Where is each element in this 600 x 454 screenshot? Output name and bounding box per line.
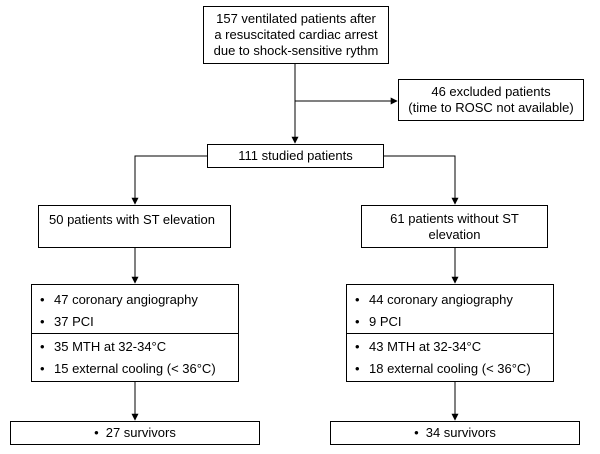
st-elevation-group-label: 50 patients with ST elevation [49, 211, 215, 227]
connector-studied-right [384, 155, 459, 205]
treatment-label: 9 PCI [369, 313, 402, 329]
bullet: • [355, 291, 360, 307]
st-elevation-group-box: 50 patients with ST elevation [38, 205, 231, 248]
st-elevation-outcome-box: • 27 survivors [10, 421, 260, 445]
treatment-label: 44 coronary angiography [369, 291, 513, 307]
treatment-label: 18 external cooling (< 36°C) [369, 360, 531, 376]
studied-box: 111 studied patients [207, 144, 384, 168]
outcome-label: 34 survivors [425, 425, 496, 440]
enrolled-line: due to shock-sensitive rythm [213, 43, 379, 58]
no-st-elevation-group-box: 61 patients without ST elevation [361, 205, 548, 248]
treatment-row: • 15 external cooling (< 36°C) [32, 357, 238, 379]
treatment-row: • 37 PCI [32, 310, 238, 332]
no-st-elevation-outcome-box: • 34 survivors [330, 421, 580, 445]
bullet: • [40, 338, 45, 354]
bullet: • [94, 425, 99, 440]
treatment-row: • 18 external cooling (< 36°C) [347, 357, 553, 379]
treatment-label: 37 PCI [54, 313, 94, 329]
excluded-line: 46 excluded patients [431, 84, 551, 99]
treatment-row: • 47 coronary angiography [32, 288, 238, 310]
excluded-line: (time to ROSC not available) [408, 100, 574, 115]
bullet: • [40, 313, 45, 329]
bullet: • [40, 291, 45, 307]
divider [32, 333, 238, 334]
enrolled-line: 157 ventilated patients after [216, 11, 376, 26]
treatment-label: 47 coronary angiography [54, 291, 198, 307]
studied-label: 111 studied patients [238, 148, 353, 163]
enrolled-box: 157 ventilated patients after a resuscit… [203, 6, 389, 64]
treatment-row: • 43 MTH at 32-34°C [347, 335, 553, 357]
st-elevation-treatments-box: • 47 coronary angiography • 37 PCI • 35 … [31, 284, 239, 382]
treatment-label: 15 external cooling (< 36°C) [54, 360, 216, 376]
no-st-elevation-group-line: elevation [428, 226, 481, 242]
treatment-label: 35 MTH at 32-34°C [54, 338, 167, 354]
excluded-box: 46 excluded patients (time to ROSC not a… [398, 79, 584, 121]
no-st-elevation-treatments-box: • 44 coronary angiography • 9 PCI • 43 M… [346, 284, 554, 382]
bullet: • [355, 313, 360, 329]
connector-studied-left [131, 155, 207, 205]
bullet: • [355, 360, 360, 376]
bullet: • [40, 360, 45, 376]
bullet: • [355, 338, 360, 354]
treatment-label: 43 MTH at 32-34°C [369, 338, 482, 354]
treatment-row: • 35 MTH at 32-34°C [32, 335, 238, 357]
outcome-label: 27 survivors [105, 425, 176, 440]
treatment-row: • 9 PCI [347, 310, 553, 332]
divider [347, 333, 553, 334]
treatment-row: • 44 coronary angiography [347, 288, 553, 310]
no-st-elevation-group-line: 61 patients without ST [390, 210, 519, 226]
enrolled-line: a resuscitated cardiac arrest [214, 27, 378, 42]
bullet: • [414, 425, 419, 440]
